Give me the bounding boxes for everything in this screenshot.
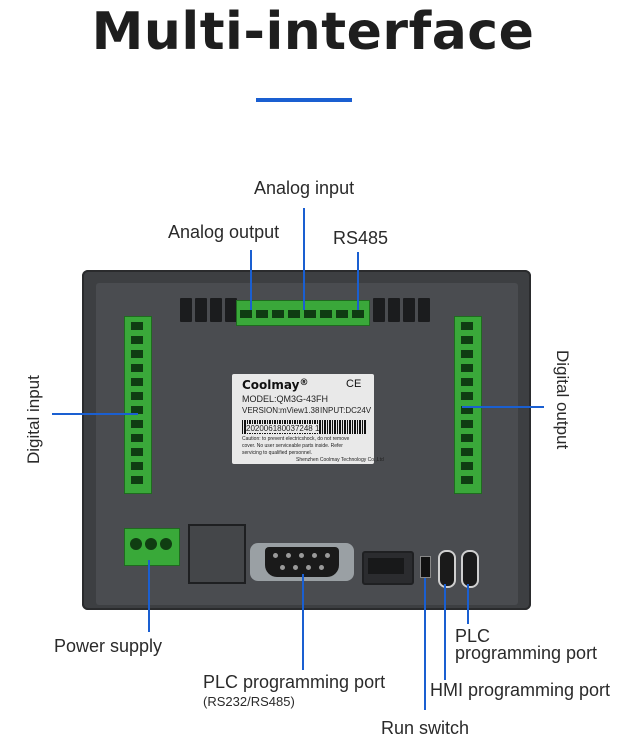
power-supply-pointer	[148, 560, 150, 632]
plc-port-sublabel: (RS232/RS485)	[203, 694, 295, 709]
label-serial: 202006180037248 1	[246, 424, 320, 433]
blank-cover	[188, 524, 246, 584]
analog-output-label: Analog output	[168, 222, 280, 242]
ce-mark: CE	[346, 378, 362, 390]
plc-port-label: PLC programming port	[203, 672, 386, 692]
run-switch-label: Run switch	[381, 718, 470, 738]
analog-input-label: Analog input	[254, 178, 355, 198]
label-model: MODEL:QM3G-43FH	[242, 394, 329, 404]
plc-port-pointer	[302, 574, 304, 670]
digital-output-label: Digital output	[553, 350, 572, 450]
label-brand: Coolmay®	[242, 378, 309, 392]
plc-right-port-label-1: PLC	[455, 626, 491, 646]
digital-output-pointer	[462, 406, 544, 408]
label-version-value: mView1.38	[280, 406, 320, 415]
power-supply-label: Power supply	[54, 636, 163, 656]
label-input: INPUT:DC24V	[320, 406, 372, 415]
analog-output-pointer	[250, 250, 252, 310]
run-switch-pointer	[424, 578, 426, 710]
label-caution-2: cover. No user serviceable parts inside.…	[242, 443, 343, 449]
plc-right-port-pointer	[467, 584, 469, 624]
plc-usb-port	[461, 550, 479, 588]
rs485-pointer	[357, 252, 359, 310]
power-hole	[145, 538, 157, 550]
analog-input-pointer	[303, 208, 305, 310]
run-switch	[420, 556, 431, 578]
hmi-usb-port	[438, 550, 456, 588]
label-caution-3: servicing to qualified personnel.	[242, 450, 313, 456]
power-hole	[130, 538, 142, 550]
label-version-prefix: VERSION:	[242, 406, 281, 415]
label-caution-1: Caution: to prevent electricshock, do no…	[242, 436, 350, 442]
db9-port-inner	[265, 547, 339, 577]
expansion-port-inner	[368, 558, 404, 574]
hmi-port-pointer	[444, 584, 446, 680]
title-underline	[256, 98, 352, 102]
page-title: Multi-interface	[91, 2, 535, 62]
plc-right-port-label-2: programming port	[455, 643, 598, 663]
digital-input-label: Digital input	[24, 375, 43, 464]
label-manufacturer: Shenzhen Coolmay Technology Co.,Ltd	[296, 457, 384, 463]
rs485-label: RS485	[333, 228, 389, 248]
product-label	[232, 374, 374, 464]
digital-input-pointer	[52, 413, 138, 415]
power-hole	[160, 538, 172, 550]
hmi-port-label: HMI programming port	[430, 680, 611, 700]
